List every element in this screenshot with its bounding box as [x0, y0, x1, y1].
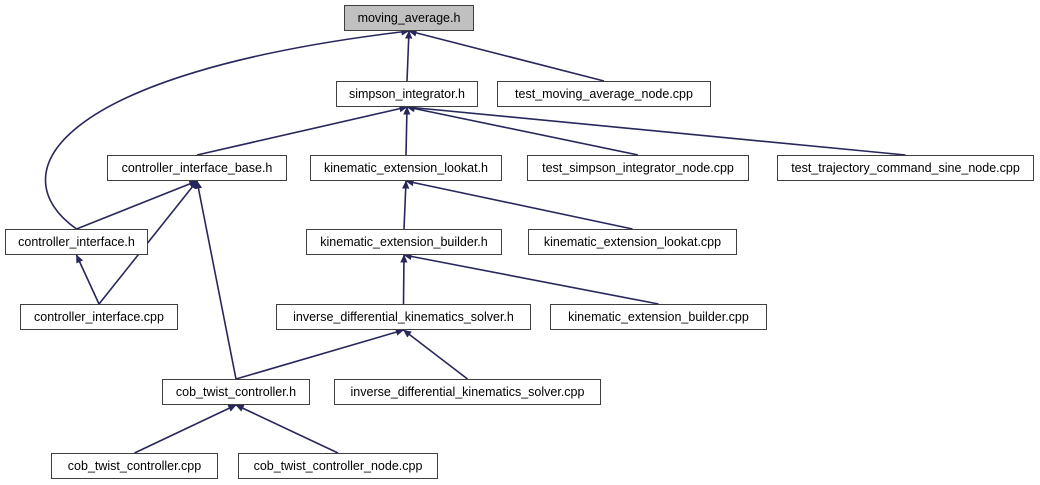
graph-node-moving-average-h[interactable]: moving_average.h: [344, 5, 474, 31]
graph-node-label: test_simpson_integrator_node.cpp: [542, 160, 734, 175]
graph-node-kinematic-extension-builder-h[interactable]: kinematic_extension_builder.h: [306, 229, 502, 255]
graph-node-label: kinematic_extension_lookat.h: [324, 160, 488, 175]
graph-node-label: controller_interface.h: [18, 234, 135, 249]
graph-node-label: kinematic_extension_builder.h: [320, 234, 488, 249]
graph-edge-controller-interface-base-h-to-simpson-integrator-h: [196, 105, 408, 156]
graph-node-kinematic-extension-lookat-h[interactable]: kinematic_extension_lookat.h: [310, 155, 502, 181]
graph-node-label: inverse_differential_kinematics_solver.c…: [350, 384, 585, 399]
graph-edge-cob-twist-controller-cpp-to-cob-twist-controller-h: [134, 404, 237, 454]
graph-edge-inverse-differential-kinematics-solver-cpp-to-inverse-differential-kinematics-solver-h: [402, 329, 468, 380]
graph-node-label: simpson_integrator.h: [348, 86, 466, 101]
graph-edge-inverse-differential-kinematics-solver-h-to-kinematic-extension-builder-h: [400, 254, 408, 305]
graph-node-label: controller_interface.cpp: [34, 309, 164, 324]
graph-node-inverse-differential-kinematics-solver-cpp[interactable]: inverse_differential_kinematics_solver.c…: [334, 379, 601, 405]
graph-edge-test-moving-average-node-cpp-to-moving-average-h: [408, 29, 605, 82]
graph-node-controller-interface-base-h[interactable]: controller_interface_base.h: [107, 155, 287, 181]
graph-node-label: test_trajectory_command_sine_node.cpp: [791, 160, 1020, 175]
graph-node-label: controller_interface_base.h: [121, 160, 273, 175]
graph-node-label: cob_twist_controller_node.cpp: [253, 458, 423, 473]
graph-edge-controller-interface-h-to-controller-interface-base-h: [76, 180, 198, 230]
graph-edge-test-trajectory-command-sine-node-cpp-to-simpson-integrator-h: [406, 104, 906, 156]
graph-node-test-trajectory-command-sine-node-cpp[interactable]: test_trajectory_command_sine_node.cpp: [777, 155, 1034, 181]
graph-edge-kinematic-extension-builder-h-to-kinematic-extension-lookat-h: [402, 180, 410, 230]
graph-edge-simpson-integrator-h-to-moving-average-h: [405, 30, 413, 82]
graph-node-cob-twist-controller-cpp[interactable]: cob_twist_controller.cpp: [51, 453, 218, 479]
graph-edge-cob-twist-controller-h-to-controller-interface-base-h: [194, 180, 237, 380]
graph-edge-cob-twist-controller-node-cpp-to-cob-twist-controller-h: [235, 404, 339, 454]
graph-node-label: kinematic_extension_lookat.cpp: [543, 234, 722, 249]
graph-edge-controller-interface-cpp-to-controller-interface-h: [75, 254, 100, 305]
graph-node-test-simpson-integrator-node-cpp[interactable]: test_simpson_integrator_node.cpp: [527, 155, 749, 181]
graph-node-test-moving-average-node-cpp[interactable]: test_moving_average_node.cpp: [497, 81, 711, 107]
graph-node-kinematic-extension-lookat-cpp[interactable]: kinematic_extension_lookat.cpp: [528, 229, 737, 255]
graph-node-label: cob_twist_controller.cpp: [67, 458, 202, 473]
graph-edge-controller-interface-h-to-moving-average-h: [44, 28, 410, 230]
graph-edge-kinematic-extension-lookat-h-to-simpson-integrator-h: [403, 106, 411, 156]
graph-node-controller-interface-cpp[interactable]: controller_interface.cpp: [20, 304, 178, 330]
graph-node-label: moving_average.h: [357, 10, 461, 25]
graph-node-label: test_moving_average_node.cpp: [515, 86, 693, 101]
graph-edge-cob-twist-controller-h-to-inverse-differential-kinematics-solver-h: [235, 328, 405, 380]
graph-node-kinematic-extension-builder-cpp[interactable]: kinematic_extension_builder.cpp: [550, 304, 767, 330]
graph-edge-kinematic-extension-lookat-cpp-to-kinematic-extension-lookat-h: [405, 179, 633, 230]
graph-node-inverse-differential-kinematics-solver-h[interactable]: inverse_differential_kinematics_solver.h: [276, 304, 531, 330]
graph-node-simpson-integrator-h[interactable]: simpson_integrator.h: [336, 81, 478, 107]
graph-node-label: cob_twist_controller.h: [175, 384, 297, 399]
graph-node-cob-twist-controller-node-cpp[interactable]: cob_twist_controller_node.cpp: [238, 453, 438, 479]
graph-node-label: inverse_differential_kinematics_solver.h: [293, 309, 514, 324]
graph-node-label: kinematic_extension_builder.cpp: [568, 309, 749, 324]
graph-node-controller-interface-h[interactable]: controller_interface.h: [5, 229, 148, 255]
graph-edge-kinematic-extension-builder-cpp-to-kinematic-extension-builder-h: [403, 252, 659, 305]
graph-edge-test-simpson-integrator-node-cpp-to-simpson-integrator-h: [406, 104, 639, 156]
graph-node-cob-twist-controller-h[interactable]: cob_twist_controller.h: [162, 379, 310, 405]
